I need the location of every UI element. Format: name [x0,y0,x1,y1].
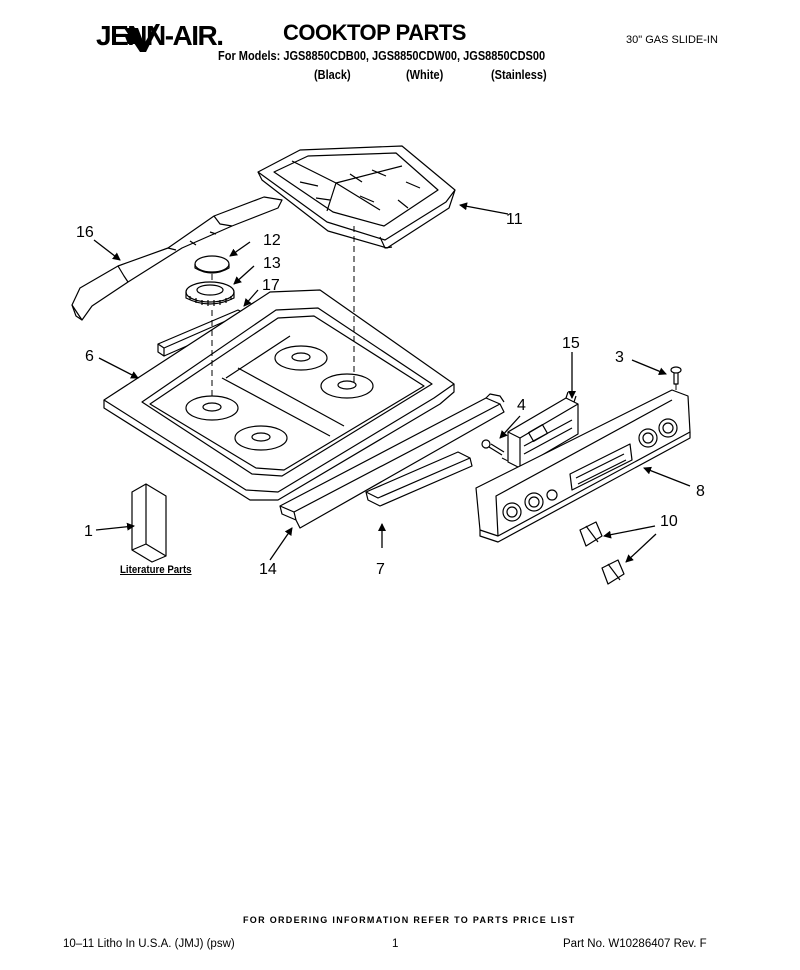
callout-3: 3 [615,349,624,366]
part-number: Part No. W10286407 Rev. F [563,938,707,950]
callout-7: 7 [376,561,385,578]
callout-11: 11 [506,211,523,228]
callout-numbers: 16 12 13 17 11 6 15 3 4 8 1 14 7 10 [76,211,705,578]
callout-12: 12 [263,232,281,249]
variant-stainless: (Stainless) [491,68,547,82]
callout-6: 6 [85,348,94,365]
page-number: 1 [392,938,399,950]
leader-lines [93,202,691,563]
litho-text: 10–11 Litho In U.S.A. (JMJ) (psw) [63,938,235,950]
part-burner-cap [194,255,230,274]
literature-parts-label: Literature Parts [120,564,192,576]
callout-17: 17 [262,277,280,294]
part-screw [481,439,505,456]
part-control-panel [475,389,691,543]
alignment-lines [211,226,677,463]
callout-8: 8 [696,483,705,500]
page-subtitle: 30" GAS SLIDE-IN [626,34,718,46]
callout-1: 1 [84,523,93,540]
ordering-note: FOR ORDERING INFORMATION REFER TO PARTS … [243,915,576,925]
callout-10: 10 [660,513,678,530]
part-literature [131,483,167,563]
brand-name: JENN-AIR. [96,20,224,51]
part-screw-3 [670,366,682,385]
brand-logo [124,24,160,52]
variant-white: (White) [406,68,444,82]
part-rail [279,393,505,529]
callout-15: 15 [562,335,580,352]
part-grate [257,145,456,249]
variant-black: (Black) [314,68,351,82]
part-handle [71,196,283,321]
callout-4: 4 [517,397,526,414]
callout-13: 13 [263,255,281,272]
part-knob [579,521,625,585]
swoosh-icon [124,24,160,52]
callout-14: 14 [259,561,277,578]
part-cooktop [103,289,455,501]
models-line: For Models: JGS8850CDB00, JGS8850CDW00, … [218,49,546,63]
part-bracket [365,451,473,507]
part-burner-head [185,281,235,306]
page-title: COOKTOP PARTS [283,20,466,45]
callout-16: 16 [76,224,94,241]
